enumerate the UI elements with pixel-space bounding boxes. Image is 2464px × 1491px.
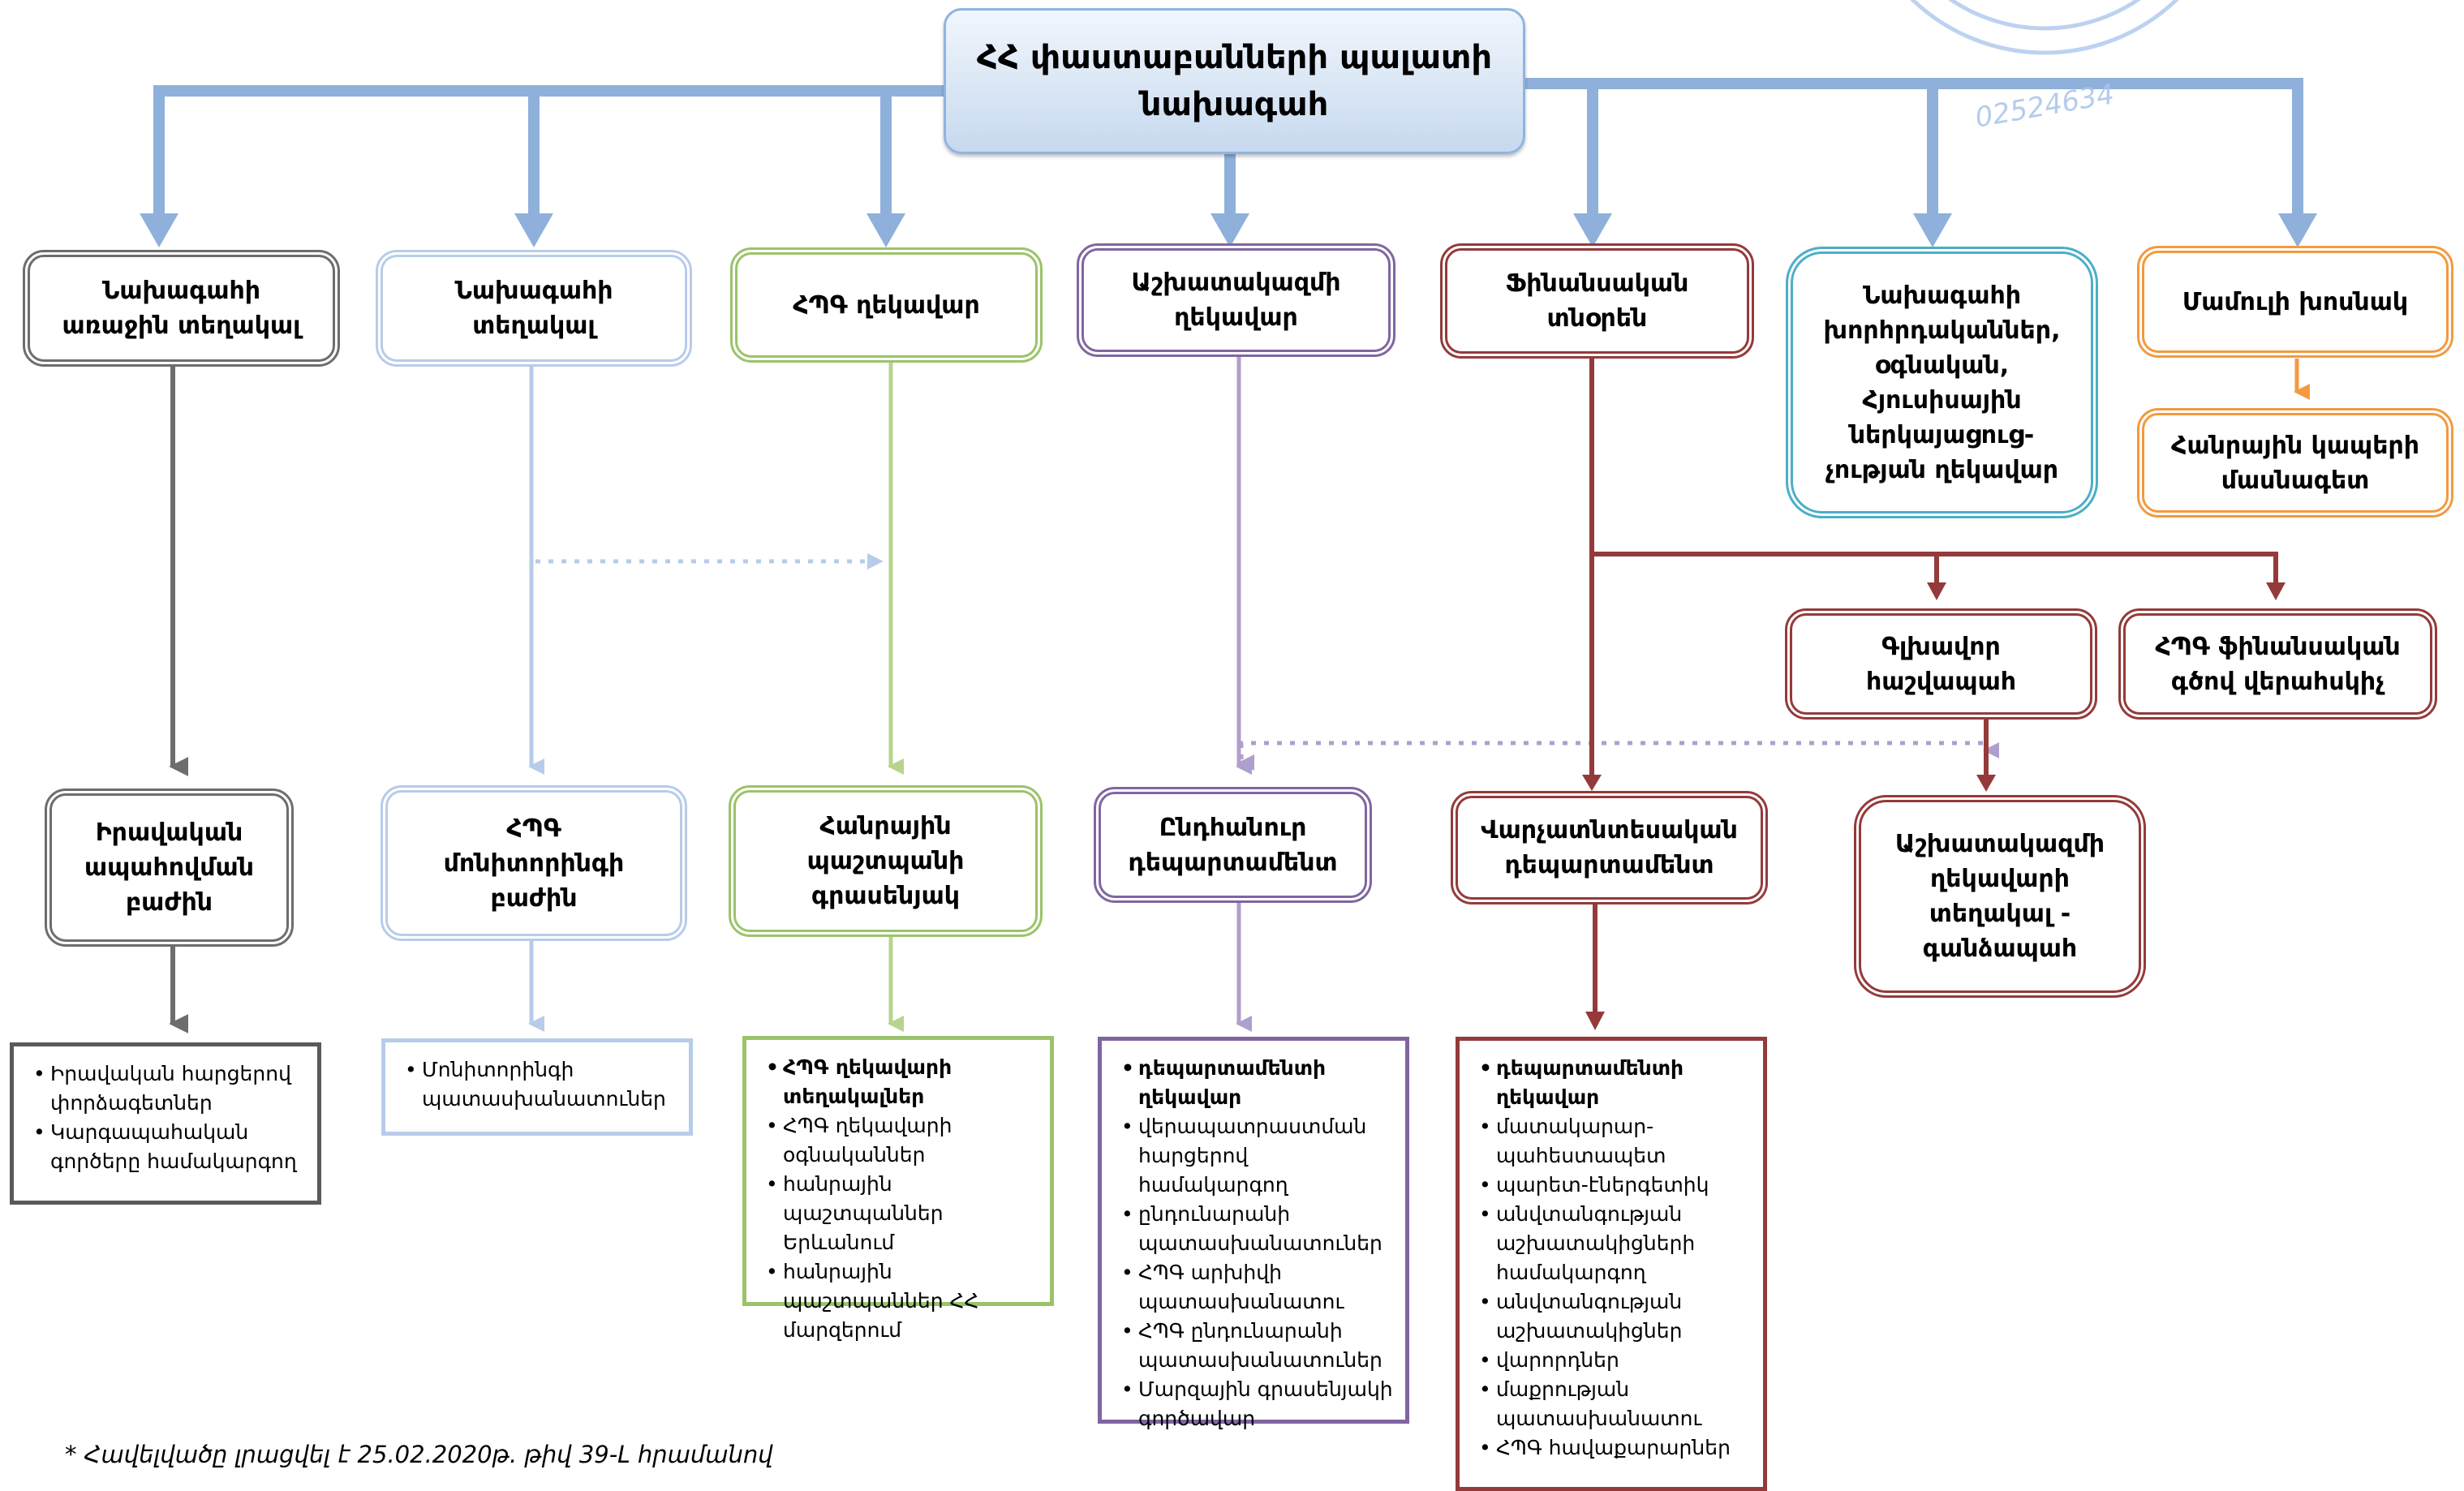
general-department-label: Ընդհանուր դեպարտամենտ	[1128, 813, 1338, 877]
administrative-department-label: Վարչատնտեսական դեպարտամենտ	[1481, 816, 1738, 879]
list-item: հանրային պաշտպաններ Երևանում	[766, 1170, 1040, 1257]
monitoring-staff-list: Մոնիտորինգի պատասխանատուներ	[381, 1038, 693, 1136]
list-item: անվտանգության աշխատակիցներ	[1479, 1287, 1753, 1346]
president-title: ՀՀ փաստաբանների պալատի նախագահ	[976, 39, 1493, 123]
general-department-staff-list: դեպարտամենտի ղեկավար վերապատրաստման հարց…	[1098, 1037, 1409, 1430]
list-item: պարետ-էներգետիկ	[1479, 1171, 1753, 1200]
list-item: ընդունարանի պատասխանատուներ	[1121, 1200, 1395, 1258]
staff-head-box: Աշխատակազմի ղեկավար	[1077, 243, 1395, 357]
seal-stamp: 02524634	[1910, 0, 2179, 135]
hpg-financial-controller-label: ՀՊԳ ֆինանսական գծով վերահսկիչ	[2155, 632, 2401, 696]
list-item: հանրային պաշտպաններ ՀՀ մարզերում	[766, 1257, 1040, 1345]
pr-specialist-box: Հանրային կապերի մասնագետ	[2137, 408, 2453, 518]
administrative-department-box: Վարչատնտեսական դեպարտամենտ	[1451, 791, 1768, 904]
press-secretary-label: Մամուլի խոսնակ	[2182, 287, 2409, 316]
general-department-box: Ընդհանուր դեպարտամենտ	[1094, 787, 1372, 903]
hpg-monitoring-box: ՀՊԳ մոնիտորինգի բաժին	[381, 785, 687, 941]
deputy-staff-treasurer-label: Աշխատակազմի ղեկավարի տեղակալ - գանձապահ	[1894, 830, 2105, 963]
first-deputy-box: Նախագահի առաջին տեղակալ	[23, 250, 340, 367]
list-item: անվտանգության աշխատակիցների համակարգող	[1479, 1200, 1753, 1287]
advisers-box: Նախագահի խորհրդականներ, օգնական, Հյուսիս…	[1786, 247, 2098, 518]
press-secretary-box: Մամուլի խոսնակ	[2137, 246, 2453, 358]
list-item: ՀՊԳ ընդունարանի պատասխանատուներ	[1121, 1317, 1395, 1375]
hpg-head-box: ՀՊԳ ղեկավար	[730, 247, 1043, 363]
list-item: Կարգապահական գործերը համակարգող	[33, 1118, 307, 1176]
first-deputy-label: Նախագահի առաջին տեղակալ	[62, 277, 301, 340]
chief-accountant-label: Գլխավոր հաշվապահ	[1865, 632, 2017, 696]
deputy-label: Նախագահի տեղակալ	[454, 277, 613, 340]
footnote: * Հավելվածը լրացվել է 25.02.2020թ. թիվ 3…	[65, 1441, 773, 1468]
list-item: ՀՊԳ հավաքարարներ	[1479, 1433, 1753, 1463]
list-item: ՀՊԳ ղեկավարի օգնականներ	[766, 1111, 1040, 1170]
deputy-box: Նախագահի տեղակալ	[376, 250, 692, 367]
list-item: դեպարտամենտի ղեկավար	[1479, 1054, 1753, 1112]
financial-director-box: Ֆինանսական տնօրեն	[1440, 243, 1754, 359]
list-item: ՀՊԳ արխիվի պատասխանատու	[1121, 1258, 1395, 1317]
list-item: ՀՊԳ ղեկավարի տեղակալներ	[766, 1053, 1040, 1111]
hpg-financial-controller-box: ՀՊԳ ֆինանսական գծով վերահսկիչ	[2118, 608, 2437, 720]
administrative-staff-list: դեպարտամենտի ղեկավար մատակարար-պահեստապե…	[1456, 1037, 1767, 1491]
seal-number: 02524634	[1972, 78, 2116, 134]
hpg-head-label: ՀՊԳ ղեկավար	[793, 290, 980, 320]
chief-accountant-box: Գլխավոր հաշվապահ	[1785, 608, 2097, 720]
list-item: Մոնիտորինգի պատասխանատուներ	[405, 1055, 679, 1114]
list-item: վերապատրաստման հարցերով համակարգող	[1121, 1112, 1395, 1200]
financial-director-label: Ֆինանսական տնօրեն	[1505, 269, 1689, 333]
list-item: մատակարար-պահեստապետ	[1479, 1112, 1753, 1171]
advisers-label: Նախագահի խորհրդականներ, օգնական, Հյուսիս…	[1823, 281, 2061, 484]
legal-staff-list: Իրավական հարցերով փորձագետներ Կարգապահակ…	[10, 1042, 321, 1205]
staff-head-label: Աշխատակազմի ղեկավար	[1131, 269, 1341, 332]
list-item: Իրավական հարցերով փորձագետներ	[33, 1059, 307, 1118]
list-item: վարորդներ	[1479, 1346, 1753, 1375]
list-item: մաքրության պատասխանատու	[1479, 1375, 1753, 1433]
public-defender-office-box: Հանրային պաշտպանի գրասենյակ	[729, 785, 1043, 937]
legal-department-label: Իրավական ապահովման բաժին	[84, 819, 254, 917]
list-item: Մարզային գրասենյակի գործավար	[1121, 1375, 1395, 1433]
list-item: դեպարտամենտի ղեկավար	[1121, 1054, 1395, 1112]
legal-department-box: Իրավական ապահովման բաժին	[45, 788, 294, 947]
pr-specialist-label: Հանրային կապերի մասնագետ	[2170, 431, 2420, 495]
hpg-monitoring-label: ՀՊԳ մոնիտորինգի բաժին	[443, 814, 625, 913]
public-defender-staff-list: ՀՊԳ ղեկավարի տեղակալներ ՀՊԳ ղեկավարի օգն…	[742, 1036, 1054, 1342]
deputy-staff-treasurer-box: Աշխատակազմի ղեկավարի տեղակալ - գանձապահ	[1854, 795, 2146, 998]
president-box: ՀՀ փաստաբանների պալատի նախագահ	[944, 8, 1525, 154]
public-defender-office-label: Հանրային պաշտպանի գրասենյակ	[806, 812, 965, 910]
